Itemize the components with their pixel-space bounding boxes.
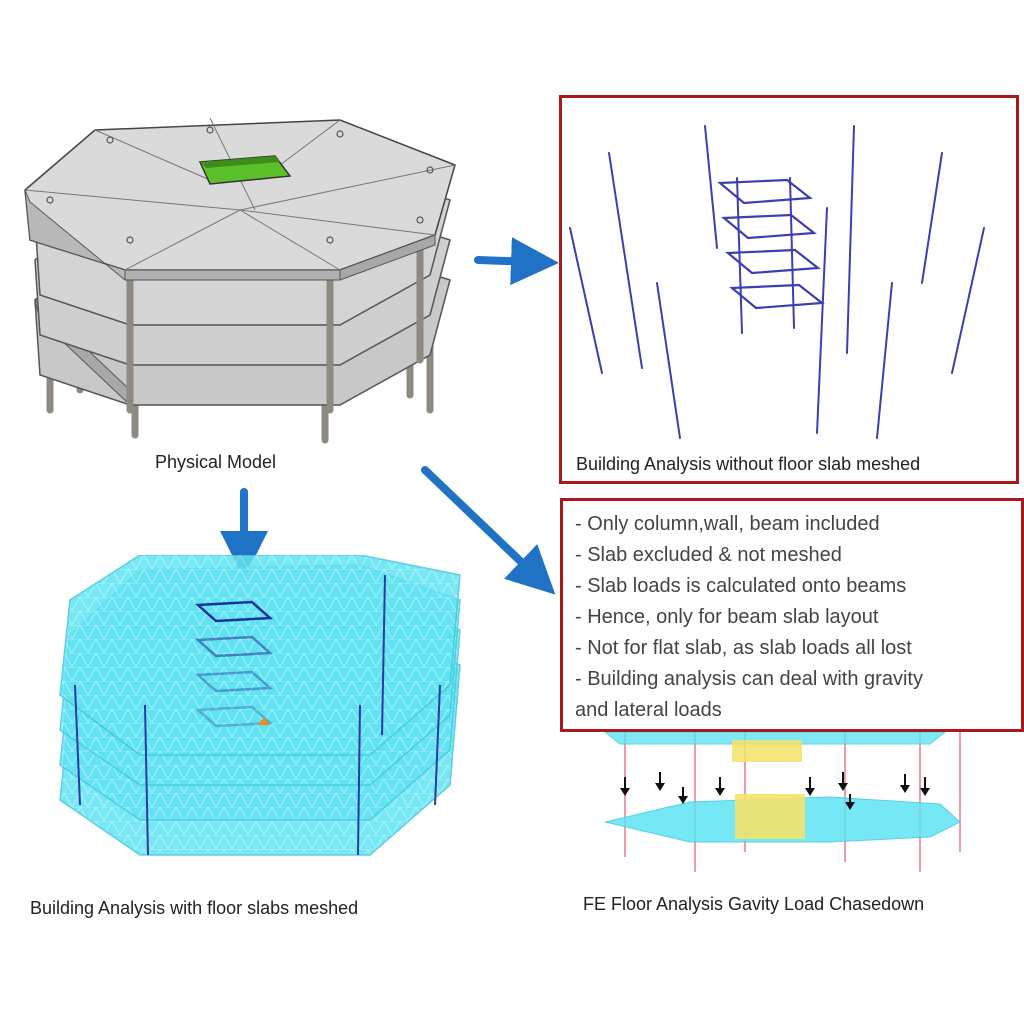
meshed-columns xyxy=(74,574,441,856)
load-arrows-icon xyxy=(620,772,930,810)
meshed-model-figure xyxy=(40,555,470,875)
note-line-7: and lateral loads xyxy=(575,699,722,721)
caption-without-mesh: Building Analysis without floor slab mes… xyxy=(576,454,921,474)
note-line-6: - Building analysis can deal with gravit… xyxy=(575,668,923,690)
fe-upper-slab xyxy=(604,732,946,745)
stick-openings xyxy=(717,178,825,310)
stick-model-figure xyxy=(569,125,985,439)
note-line-3: - Slab loads is calculated onto beams xyxy=(575,575,907,597)
meshed-openings xyxy=(194,600,274,728)
note-line-2: - Slab excluded & not meshed xyxy=(575,544,842,566)
without-mesh-frame: Building Analysis without floor slab mes… xyxy=(559,95,1019,484)
fe-floor-figure xyxy=(600,732,980,882)
note-line-4: - Hence, only for beam slab layout xyxy=(575,606,879,628)
note-line-1: - Only column,wall, beam included xyxy=(575,513,880,535)
note-line-5: - Not for flat slab, as slab loads all l… xyxy=(575,637,912,659)
meshed-slabs xyxy=(59,555,461,856)
caption-with-mesh: Building Analysis with floor slabs meshe… xyxy=(30,898,359,918)
orientation-marker-icon xyxy=(258,717,270,725)
physical-slab-1-top xyxy=(24,117,456,282)
physical-model-figure xyxy=(10,110,470,450)
notes-box: - Only column,wall, beam included - Slab… xyxy=(560,498,1024,732)
physical-columns-front xyxy=(126,231,424,414)
caption-physical-model: Physical Model xyxy=(155,452,277,472)
stick-columns xyxy=(569,125,985,439)
arrow-right-icon xyxy=(474,237,559,286)
caption-fe-floor: FE Floor Analysis Gavity Load Chasedown xyxy=(583,894,925,914)
